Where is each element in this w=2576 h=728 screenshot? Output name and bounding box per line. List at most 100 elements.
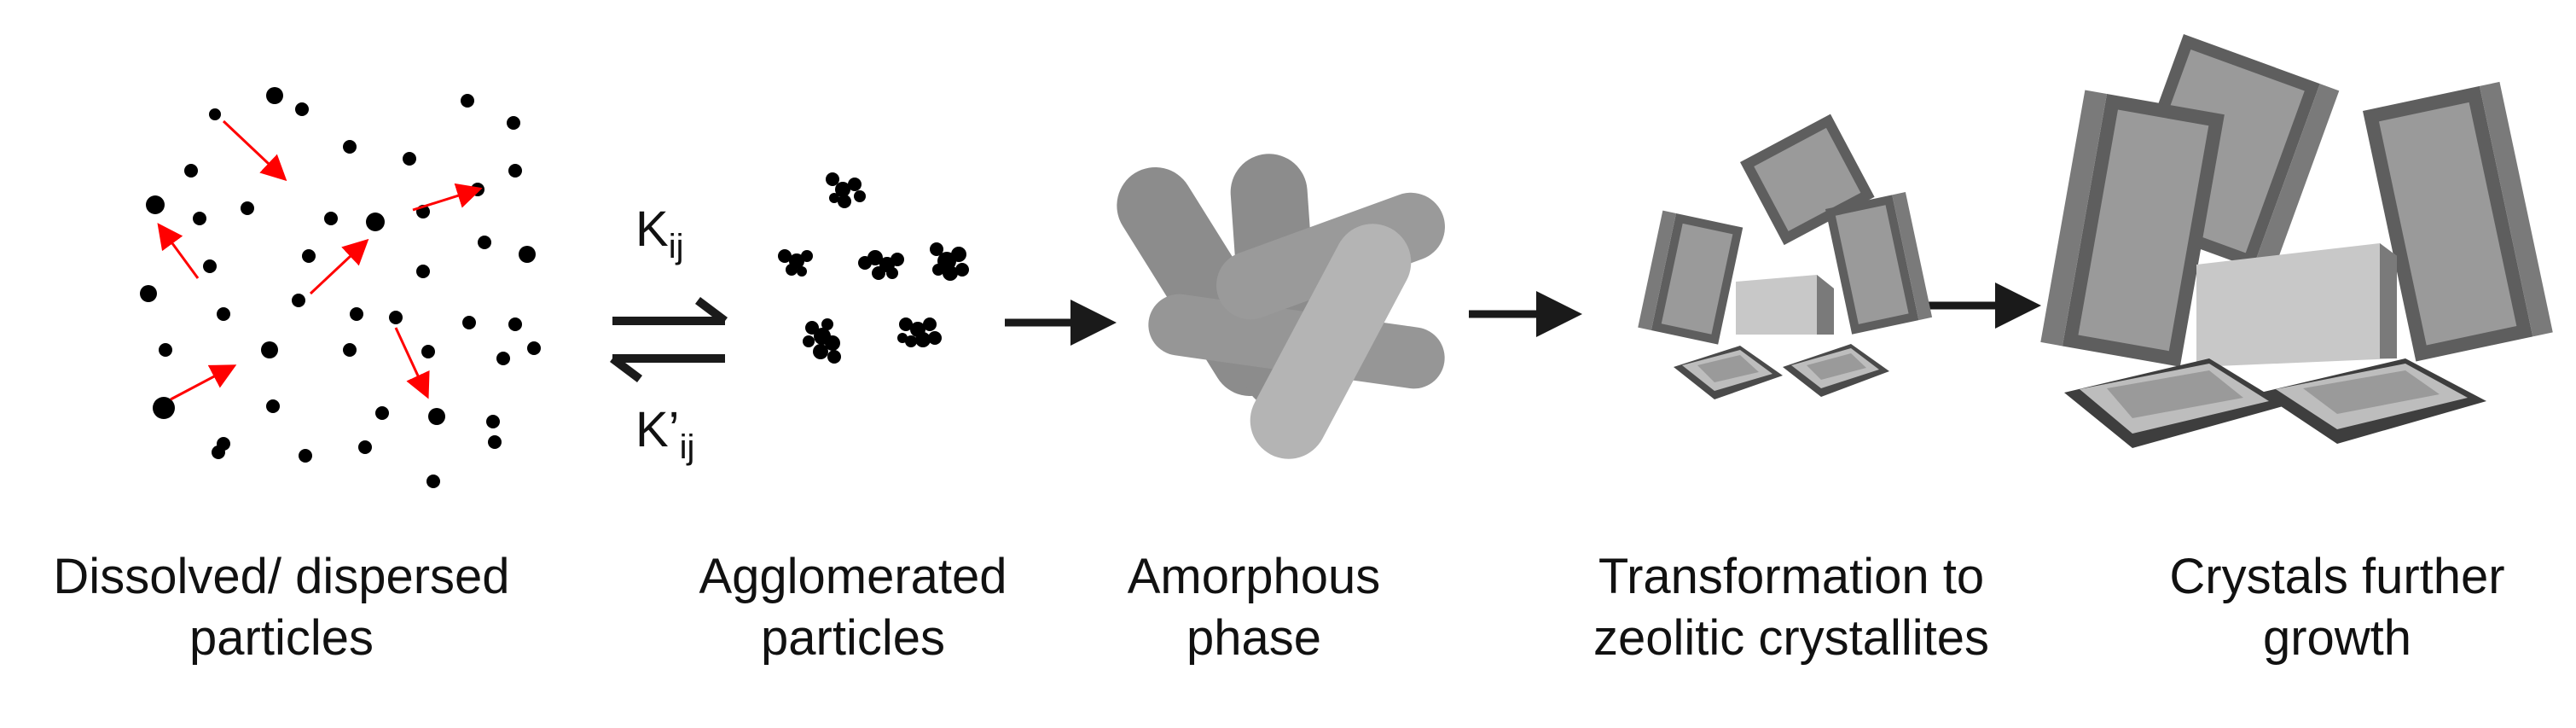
dissolved-particle: [299, 449, 312, 463]
particle-motion-arrow: [309, 238, 369, 295]
amorphous-rod: [1250, 224, 1412, 459]
forward-rate-constant: Kij: [635, 201, 683, 266]
dissolved-particle: [193, 212, 206, 225]
agglomerate-particle: [829, 193, 839, 203]
caption-line: zeolitic crystallites: [1593, 610, 1990, 666]
dissolved-particle: [508, 164, 522, 178]
agglomerate-cluster: [930, 242, 969, 281]
dissolved-particle: [203, 259, 217, 273]
crystal-plate: [1783, 344, 1889, 397]
agglomerate-particle: [835, 182, 850, 197]
dissolved-particle: [507, 116, 520, 130]
agglomerate-particle: [838, 195, 851, 208]
dissolved-particle: [478, 236, 491, 249]
agglomerate-particle: [872, 266, 885, 280]
caption-line: Dissolved/ dispersed: [53, 549, 510, 604]
dissolved-particle: [366, 213, 385, 231]
dissolved-particle: [403, 152, 416, 166]
crystal-block: [2196, 243, 2397, 367]
caption-crystals: Crystals further growth: [2115, 546, 2559, 669]
agglomerate-particle: [825, 335, 840, 351]
dissolved-particle: [153, 397, 175, 419]
dissolved-particle: [324, 212, 338, 225]
dissolved-particles-group: [140, 87, 541, 488]
caption-agglomerated: Agglomerated particles: [648, 546, 1058, 669]
agglomerate-particle: [848, 178, 862, 191]
dissolved-particle: [527, 341, 541, 355]
dissolved-particle: [488, 435, 502, 449]
dissolved-particle: [358, 440, 372, 454]
caption-line: particles: [761, 610, 945, 666]
particle-motion-arrow: [412, 183, 483, 212]
dissolved-particle: [461, 94, 474, 108]
crystal-block: [2363, 81, 2553, 362]
forward-rate-symbol: K: [635, 201, 669, 257]
agglomerate-cluster: [826, 172, 866, 208]
caption-line: Amorphous: [1127, 549, 1381, 604]
agglomerate-particle: [867, 250, 883, 265]
zeolitic-crystallites-group: [1638, 114, 1933, 399]
dissolved-particle: [266, 87, 283, 104]
agglomerated-clusters-group: [778, 172, 969, 364]
reverse-rate-constant: K’ij: [635, 401, 694, 467]
agglomerate-particle: [778, 249, 792, 263]
agglomerate-particle: [930, 242, 943, 256]
dissolved-particle: [389, 311, 403, 324]
dissolved-particle: [209, 108, 221, 120]
dissolved-particle: [146, 195, 165, 214]
reverse-rate-symbol: K’: [635, 402, 680, 457]
agglomerate-particle: [854, 190, 866, 202]
dissolved-particle: [350, 307, 363, 321]
amorphous-rod: [1216, 192, 1445, 320]
dissolved-particle: [261, 341, 278, 358]
dissolved-particle: [343, 140, 357, 154]
caption-line: Agglomerated: [699, 549, 1007, 604]
dissolved-particle: [343, 343, 357, 357]
agglomerate-particle: [915, 332, 931, 347]
agglomerate-particle: [923, 317, 937, 331]
dissolved-particle: [212, 446, 225, 459]
forward-arrow-barb: [695, 297, 728, 324]
dissolved-particle: [421, 345, 435, 358]
agglomerate-particle: [932, 264, 944, 276]
amorphous-phase-rods: [1117, 154, 1445, 459]
dissolved-particle: [159, 343, 172, 357]
agglomerate-particle: [899, 317, 913, 331]
agglomerate-particle: [803, 335, 815, 347]
agglomerate-particle: [813, 344, 828, 359]
caption-amorphous: Amorphous phase: [1100, 546, 1407, 669]
process-arrows: [1005, 282, 2041, 346]
reverse-rate-subscript: ij: [679, 428, 695, 466]
equilibrium-arrows: [610, 297, 728, 382]
reverse-arrow-barb: [610, 355, 642, 382]
dissolved-particle: [292, 294, 305, 307]
agglomerate-particle: [826, 172, 839, 186]
crystal-block: [2040, 90, 2225, 367]
agglomerate-particle: [797, 266, 807, 277]
caption-line: Crystals further: [2169, 549, 2505, 604]
agglomerate-particle: [891, 253, 904, 266]
agglomerate-cluster: [897, 317, 942, 347]
agglomerate-particle: [821, 318, 833, 330]
particle-motion-arrows: [157, 119, 483, 401]
particle-motion-arrow: [157, 223, 200, 279]
agglomerate-particle: [928, 331, 942, 345]
agglomerate-cluster: [858, 250, 904, 280]
agglomerate-particle: [786, 264, 798, 276]
caption-line: particles: [189, 610, 374, 666]
dissolved-particle: [496, 352, 510, 365]
crystal-plate: [2064, 358, 2286, 448]
caption-transformation: Transformation to zeolitic crystallites: [1527, 546, 2056, 669]
particle-motion-arrow: [170, 364, 237, 401]
agglomerate-particle: [886, 267, 898, 279]
dissolved-particle: [241, 201, 254, 215]
particle-motion-arrow: [222, 119, 287, 182]
agglomerate-particle: [905, 335, 917, 347]
caption-line: Transformation to: [1598, 549, 1985, 604]
agglomerate-particle: [951, 247, 966, 262]
crystal-edge: [1817, 275, 1834, 335]
crystal-block: [1825, 192, 1933, 335]
dissolved-particle: [519, 246, 536, 263]
